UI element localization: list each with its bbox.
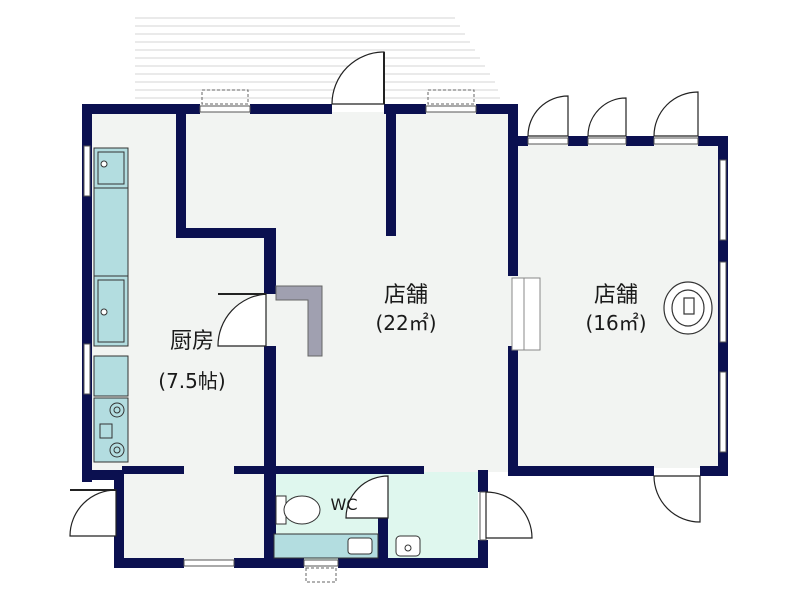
wall-top-left — [82, 104, 200, 114]
wash-basin — [395, 535, 421, 557]
door-shop-bottom[interactable] — [653, 475, 701, 523]
wall-top-mid-b — [384, 104, 426, 114]
wall-kitchen-right-a — [264, 228, 276, 294]
wc-fixtures — [273, 495, 421, 559]
burner-icon — [109, 402, 125, 418]
wall-top-mid-a — [250, 104, 332, 114]
room-labels: 厨房 (7.5帖) 店舗 (22㎡) 店舗 (16㎡) WC — [158, 283, 646, 514]
wall-mid-b — [234, 466, 424, 474]
wall-wc-divider — [378, 516, 388, 564]
doors — [69, 51, 701, 539]
entry-floor — [120, 472, 268, 564]
door-kitchen[interactable] — [217, 293, 267, 347]
kitchen-counter-2 — [93, 355, 129, 397]
window-shop-top-3 — [653, 137, 699, 145]
wall-shop-top-d — [698, 136, 728, 146]
window-top-2 — [425, 105, 477, 113]
wall-entry-bottom-c — [338, 558, 488, 568]
burner-icon — [109, 442, 125, 458]
shop-side-name: 店舗 — [594, 283, 638, 308]
toilet-bowl — [283, 495, 321, 525]
wall-shop-divider-a — [508, 104, 518, 276]
kitchen-name: 厨房 — [170, 329, 214, 354]
door-top[interactable] — [331, 51, 385, 105]
wall-entry-left — [114, 470, 124, 568]
windows — [83, 105, 727, 567]
wall-bottom-left — [82, 470, 122, 480]
wall-shop-stub — [386, 104, 396, 236]
wall-entry-bottom-a — [114, 558, 184, 568]
kitchen-counter — [93, 187, 129, 277]
wall-shop-bottom-b — [700, 466, 728, 476]
kitchen-sink — [93, 275, 129, 347]
window-kitchen-2 — [83, 343, 91, 395]
door-wc-exterior[interactable] — [485, 491, 533, 539]
wall-left — [82, 104, 92, 482]
counter — [275, 285, 323, 357]
window-entry-bottom — [183, 559, 235, 567]
wall-shop-top-b — [568, 136, 588, 146]
appliance-icon — [663, 281, 713, 335]
kitchen-fixtures — [93, 147, 129, 463]
shop-main-size: (22㎡) — [375, 311, 436, 335]
sink-small — [93, 147, 129, 189]
shop-side-size: (16㎡) — [585, 311, 646, 335]
shop-main-name: 店舗 — [384, 283, 428, 308]
door-shop-top-3[interactable] — [653, 91, 699, 137]
wall-shop-bottom-a — [508, 466, 654, 476]
stove — [93, 397, 129, 463]
window-shop-right-3 — [719, 371, 727, 453]
wall-kitchen-right-b — [264, 346, 276, 568]
window-hints — [201, 89, 475, 583]
window-wc-bottom — [303, 559, 339, 567]
window-wc-right — [479, 491, 487, 541]
deck — [135, 17, 500, 99]
wall-kitchen-nook-v — [176, 104, 186, 236]
window-shop-top-1 — [527, 137, 569, 145]
window-kitchen-1 — [83, 145, 91, 197]
wall-wc-right — [478, 470, 488, 492]
door-shop-top-1[interactable] — [527, 95, 569, 137]
wc-name: WC — [331, 495, 358, 514]
window-shop-top-2 — [587, 137, 627, 145]
door-wc[interactable] — [345, 475, 389, 519]
wc-hand-sink — [347, 537, 373, 555]
window-shop-right-1 — [719, 159, 727, 241]
wall-wc-right-b — [478, 540, 488, 568]
shop-opening — [511, 277, 541, 351]
door-shop-top-2[interactable] — [587, 97, 627, 137]
wall-shop-top-c — [626, 136, 654, 146]
wall-shop-divider-b — [508, 346, 518, 476]
kitchen-size: (7.5帖) — [158, 369, 225, 393]
wall-kitchen-nook-h — [176, 228, 276, 238]
wall-mid-a — [122, 466, 184, 474]
window-top-1 — [199, 105, 251, 113]
door-entry[interactable] — [69, 489, 117, 537]
window-shop-right-2 — [719, 261, 727, 343]
wall-top-mid-c — [476, 104, 518, 114]
